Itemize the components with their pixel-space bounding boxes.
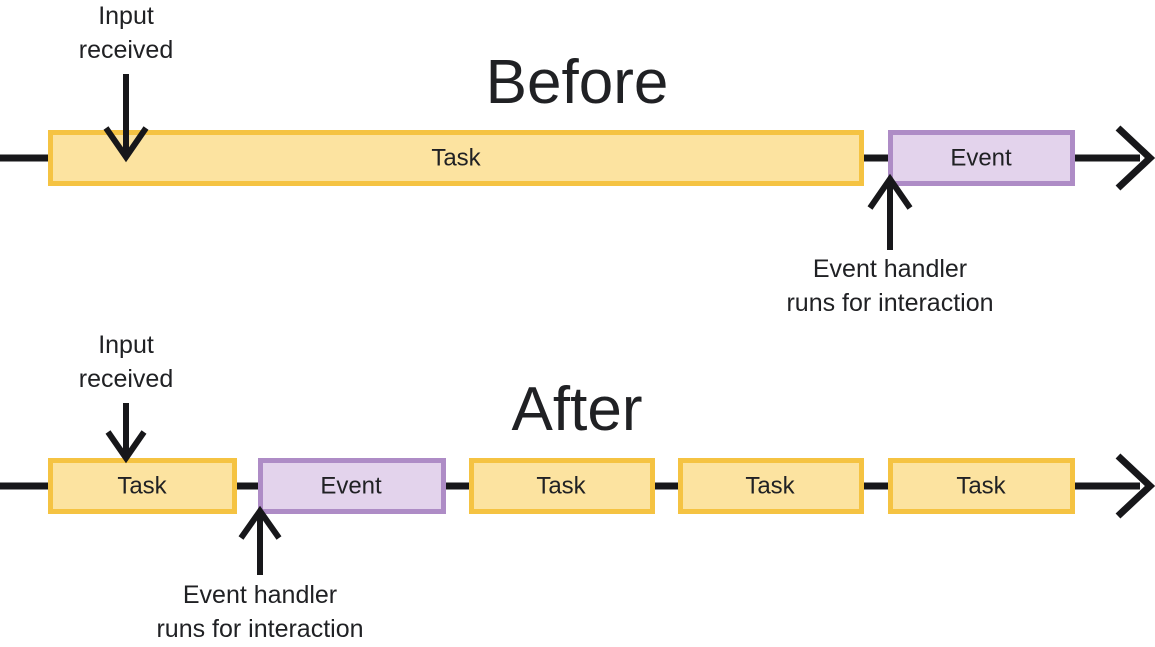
- after-task-rect-1[interactable]: [48, 458, 237, 514]
- after-input-received-line2: received: [79, 365, 174, 393]
- after-input-received-line1: Input: [98, 331, 154, 359]
- before-input-arrow-head-icon: [103, 126, 149, 163]
- before-event-handler-arrow-head-icon: [867, 173, 913, 210]
- after-event-handler-arrow-head-icon: [238, 505, 282, 540]
- after-input-arrow-head-icon: [105, 430, 147, 464]
- before-event-handler-line2: runs for interaction: [786, 289, 993, 317]
- after-task-rect-3[interactable]: [678, 458, 864, 514]
- before-event-label: Event: [950, 144, 1012, 171]
- after-task-label-2: Task: [536, 472, 586, 499]
- before-task-block[interactable]: Task: [48, 130, 864, 186]
- after-task-label-4: Task: [956, 472, 1006, 499]
- after-task-rect-2[interactable]: [469, 458, 655, 514]
- after-event-rect[interactable]: [258, 458, 446, 514]
- before-event-block[interactable]: Event: [888, 130, 1075, 186]
- before-task-rect[interactable]: [48, 130, 864, 186]
- before-task-label: Task: [431, 144, 481, 171]
- after-task-block-4[interactable]: Task: [888, 458, 1075, 514]
- before-timeline-arrowhead-icon: [1115, 125, 1155, 191]
- after-task-rect-4[interactable]: [888, 458, 1075, 514]
- after-task-block-3[interactable]: Task: [678, 458, 864, 514]
- after-task-block-2[interactable]: Task: [469, 458, 655, 514]
- before-title: Before: [486, 48, 669, 117]
- before-input-received-line2: received: [79, 36, 174, 64]
- before-section: Before Task Event Input received: [0, 2, 1155, 317]
- after-event-handler-line1: Event handler: [183, 581, 337, 609]
- before-event-handler-annotation: Event handler runs for interaction: [786, 173, 994, 317]
- after-event-handler-annotation: Event handler runs for interaction: [156, 505, 364, 643]
- after-title: After: [512, 375, 643, 444]
- before-input-received-line1: Input: [98, 2, 154, 30]
- after-event-label: Event: [320, 472, 382, 499]
- before-event-rect[interactable]: [888, 130, 1075, 186]
- after-event-handler-line2: runs for interaction: [156, 615, 363, 643]
- after-task-label-3: Task: [745, 472, 795, 499]
- after-task-label-1: Task: [117, 472, 167, 499]
- before-input-received-annotation: Input received: [79, 2, 174, 163]
- after-section: After Task Event: [0, 331, 1155, 643]
- after-input-received-annotation: Input received: [79, 331, 174, 464]
- before-event-handler-line1: Event handler: [813, 255, 967, 283]
- after-timeline: [0, 453, 1155, 519]
- before-timeline: [0, 125, 1155, 191]
- after-task-block-1[interactable]: Task: [48, 458, 237, 514]
- after-timeline-arrowhead-icon: [1115, 453, 1155, 519]
- after-event-block[interactable]: Event: [258, 458, 446, 514]
